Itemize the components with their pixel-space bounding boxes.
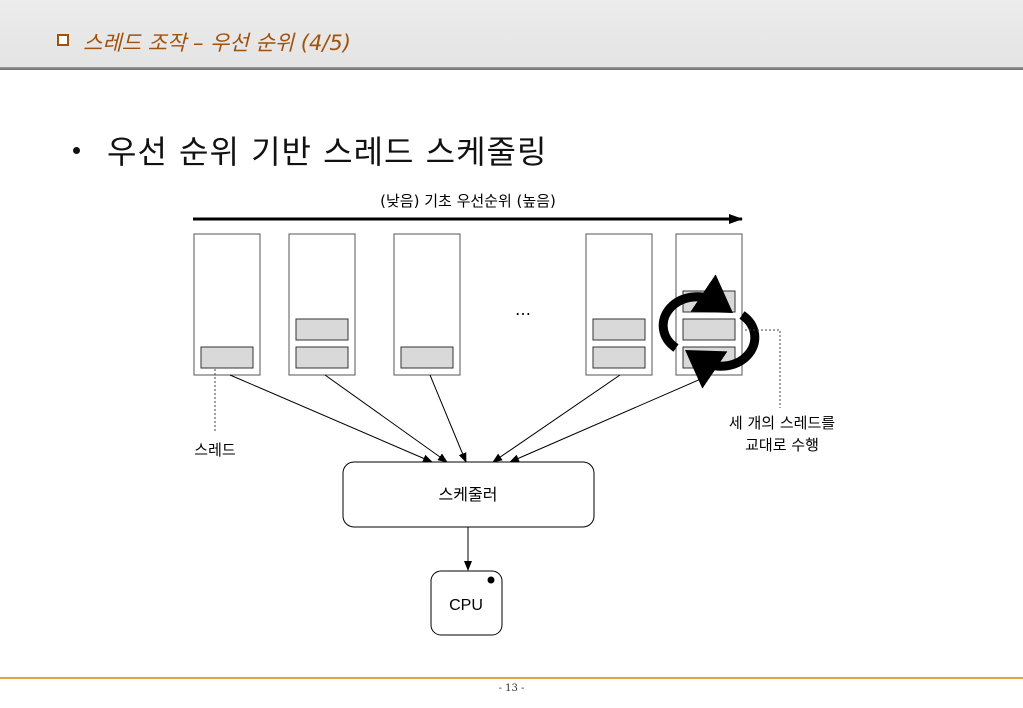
queue-to-scheduler-arrow [509, 374, 711, 463]
page-number: - 13 - [498, 683, 525, 694]
rotation-label-line2: 교대로 수행 [745, 436, 819, 454]
thread-label: 스레드 [194, 441, 236, 459]
cpu-label: CPU [449, 597, 483, 614]
queue-to-scheduler-arrow [324, 374, 448, 463]
bullet-icon [73, 147, 80, 154]
footer-divider [0, 677, 1023, 679]
slide-title: 스레드 조작 – 우선 순위 (4/5) [83, 31, 351, 55]
thread-block [295, 318, 349, 341]
rotation-label-line1: 세 개의 스레드를 [729, 414, 835, 432]
scheduler-label: 스케줄러 [439, 485, 498, 504]
thread-block [682, 318, 736, 341]
title-checkbox-icon [57, 34, 69, 46]
queue-to-scheduler-arrow [492, 374, 621, 463]
ellipsis-text: … [515, 300, 531, 319]
header-bar [0, 0, 1023, 67]
thread-block [400, 346, 454, 369]
header-divider [0, 67, 1023, 70]
bullet-text: 우선 순위 기반 스레드 스케줄링 [107, 133, 548, 171]
thread-block [592, 346, 646, 369]
thread-block [295, 346, 349, 369]
cpu-indicator-dot [487, 576, 495, 584]
queue-to-scheduler-arrow [229, 374, 433, 463]
rotation-arrows-icon [658, 274, 760, 389]
priority-axis-label: (낮음) 기초 우선순위 (높음) [380, 192, 556, 210]
cpu-box [430, 570, 503, 636]
queue-to-scheduler-arrow [429, 374, 467, 463]
thread-block [200, 346, 254, 369]
thread-block [592, 318, 646, 341]
